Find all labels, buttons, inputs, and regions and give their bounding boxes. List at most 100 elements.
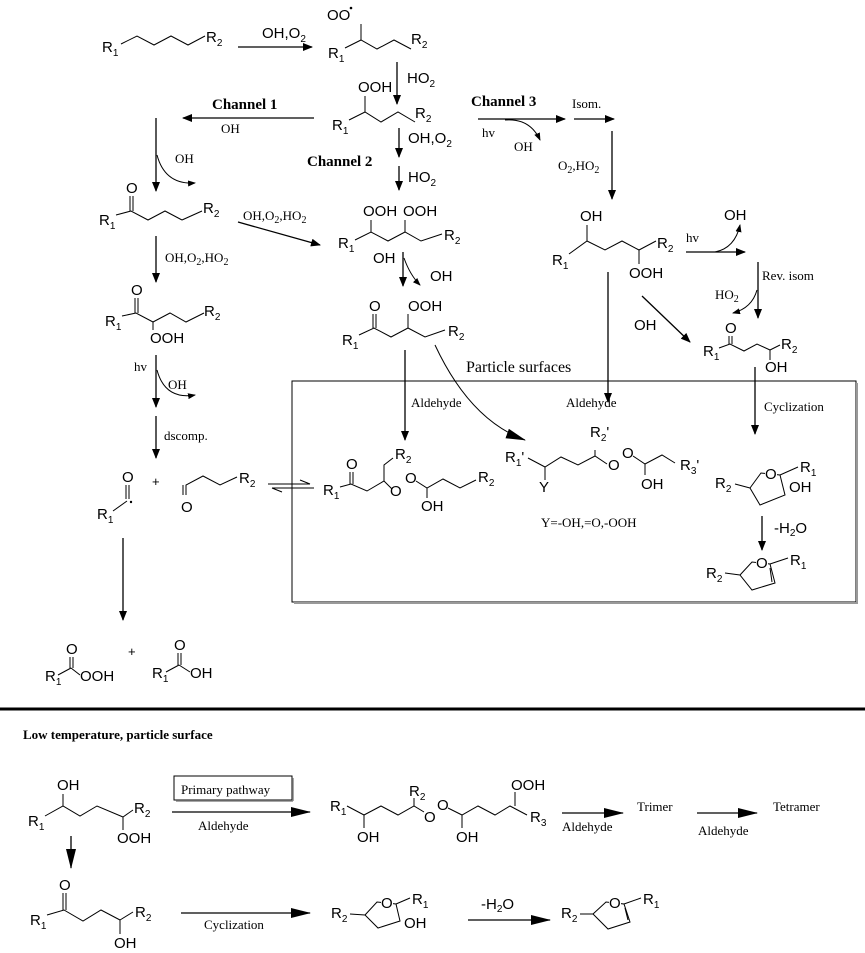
svg-text:Cyclization: Cyclization xyxy=(764,399,824,414)
svg-text:-H2O: -H2O xyxy=(774,520,807,539)
svg-text:OOH: OOH xyxy=(117,830,151,847)
svg-text:O: O xyxy=(66,641,78,658)
svg-text:O: O xyxy=(369,298,381,315)
svg-text:R2: R2 xyxy=(331,905,348,925)
svg-text:R2: R2 xyxy=(715,475,732,495)
svg-text:OH: OH xyxy=(514,139,533,154)
svg-text:OOH: OOH xyxy=(408,298,442,315)
svg-text:R1: R1 xyxy=(99,212,116,232)
svg-text:R1: R1 xyxy=(30,912,47,932)
svg-text:HO2: HO2 xyxy=(715,287,739,305)
svg-text:O: O xyxy=(131,282,143,299)
svg-text:OH: OH xyxy=(114,935,137,952)
svg-text:R2: R2 xyxy=(706,565,723,585)
svg-text:R2: R2 xyxy=(657,235,674,255)
svg-text:hv: hv xyxy=(686,230,700,245)
svg-text:hv: hv xyxy=(134,359,148,374)
ketone-molecule: O R1 R2 xyxy=(99,180,220,232)
svg-text:R2: R2 xyxy=(206,29,223,49)
svg-text:OH: OH xyxy=(430,268,453,285)
acyl-radical-molecule: O R1 xyxy=(97,469,134,526)
svg-text:OH: OH xyxy=(357,829,380,846)
svg-text:O: O xyxy=(181,499,193,516)
svg-text:Aldehyde: Aldehyde xyxy=(198,818,249,833)
svg-text:OH: OH xyxy=(373,250,396,267)
svg-text:OH: OH xyxy=(634,317,657,334)
svg-text:OH: OH xyxy=(724,207,747,224)
cyclic-hemiacetal-molecule: R2 O R1 OH xyxy=(715,459,817,506)
svg-text:hv: hv xyxy=(482,125,496,140)
aldehyde-molecule: O R2 xyxy=(181,470,256,516)
svg-text:Y: Y xyxy=(539,479,549,496)
svg-text:Aldehyde: Aldehyde xyxy=(562,819,613,834)
svg-text:O: O xyxy=(405,470,417,487)
svg-text:R1: R1 xyxy=(323,482,340,502)
svg-text:OH: OH xyxy=(57,777,80,794)
reagent-oh: OH xyxy=(221,121,240,136)
svg-text:R2: R2 xyxy=(135,904,152,924)
svg-text:R1: R1 xyxy=(342,332,359,352)
svg-text:O: O xyxy=(756,555,768,572)
svg-text:R1: R1 xyxy=(332,117,349,137)
svg-text:R2: R2 xyxy=(448,323,465,343)
svg-text:Aldehyde: Aldehyde xyxy=(698,823,749,838)
svg-text:OH: OH xyxy=(175,151,194,166)
svg-text:OO: OO xyxy=(327,7,350,24)
hydroxy-hydroperoxide-molecule: OH R1 R2 OOH xyxy=(552,208,674,282)
svg-text:O: O xyxy=(381,895,393,912)
generic-peroxyhemiacetal-molecule: R1' Y R2' O O OH R3' xyxy=(505,424,699,496)
svg-text:OOH: OOH xyxy=(363,203,397,220)
svg-text:O: O xyxy=(608,457,620,474)
peroxy-radical-molecule: OO R1 R2 xyxy=(327,6,428,65)
svg-text:R1: R1 xyxy=(338,235,355,255)
svg-text:O: O xyxy=(725,320,737,337)
svg-text:O: O xyxy=(122,469,134,486)
svg-text:Aldehyde: Aldehyde xyxy=(566,395,617,410)
svg-text:R2: R2 xyxy=(203,200,220,220)
ketohydroperoxide-molecule: O R1 OOH R2 xyxy=(105,282,221,347)
arrow-crossover xyxy=(237,221,321,247)
isom-label: Isom. xyxy=(572,96,601,111)
svg-text:R1': R1' xyxy=(505,449,524,469)
svg-text:R1: R1 xyxy=(45,668,62,688)
svg-text:R2: R2 xyxy=(134,800,151,820)
svg-text:R1: R1 xyxy=(102,39,119,59)
svg-text:O2,HO2: O2,HO2 xyxy=(558,158,599,176)
hydroxyketone-molecule: O R1 R2 OH xyxy=(703,320,798,376)
svg-text:R1: R1 xyxy=(800,459,817,479)
svg-text:R3: R3 xyxy=(530,809,547,829)
svg-text:HO2: HO2 xyxy=(408,169,437,189)
svg-text:O: O xyxy=(126,180,138,197)
svg-text:O: O xyxy=(437,797,449,814)
svg-text:OH,O2,HO2: OH,O2,HO2 xyxy=(165,250,228,268)
equilibrium-arrow xyxy=(268,479,314,493)
svg-text:R1: R1 xyxy=(790,552,807,572)
svg-text:R2: R2 xyxy=(781,336,798,356)
ketohydroperoxide-ch2-molecule: O R1 OOH R2 xyxy=(342,298,465,352)
svg-text:O: O xyxy=(390,483,402,500)
svg-text:R1: R1 xyxy=(152,665,169,685)
svg-text:OH: OH xyxy=(421,498,444,515)
svg-text:R2: R2 xyxy=(239,470,256,490)
svg-text:R2: R2 xyxy=(561,905,578,925)
dihydrofuran-molecule: R2 O R1 xyxy=(706,552,807,591)
alkane-molecule: R1 R2 xyxy=(102,29,223,59)
svg-text:OOH: OOH xyxy=(629,265,663,282)
svg-text:R2: R2 xyxy=(478,469,495,489)
channel-2-label: Channel 2 xyxy=(307,154,372,170)
lower-hydroxyketone-molecule: O R1 R2 OH xyxy=(30,877,152,952)
svg-text:R1: R1 xyxy=(643,891,660,911)
svg-text:R2': R2' xyxy=(590,424,609,444)
channel-3-label: Channel 3 xyxy=(471,94,536,110)
svg-text:-H2O: -H2O xyxy=(481,896,514,915)
svg-text:R1: R1 xyxy=(105,313,122,333)
svg-text:OH: OH xyxy=(190,665,213,682)
carboxylic-acid-molecule: O R1 OH xyxy=(152,637,213,685)
svg-text:OH,O2,HO2: OH,O2,HO2 xyxy=(243,208,306,226)
svg-text:Aldehyde: Aldehyde xyxy=(411,395,462,410)
svg-text:OH,O2: OH,O2 xyxy=(408,130,452,150)
svg-text:OH: OH xyxy=(765,359,788,376)
svg-text:R1: R1 xyxy=(28,813,45,833)
dimer-peroxyhemiacetal-molecule: R1 OH R2 O O OH OOH R3 xyxy=(330,777,547,846)
lower-hydroxy-hydroperoxide-molecule: OH R1 R2 OOH xyxy=(28,777,151,847)
